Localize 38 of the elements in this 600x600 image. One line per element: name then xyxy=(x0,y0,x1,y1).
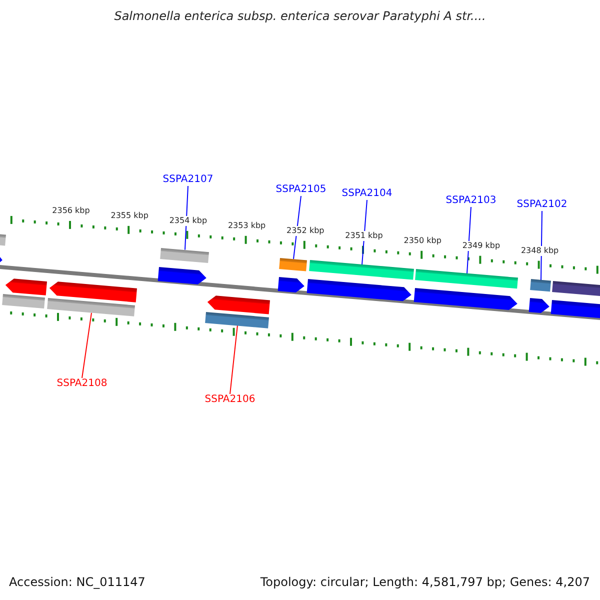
scale-label: 2350 kbp xyxy=(402,236,442,246)
gene-bar xyxy=(309,260,414,280)
gene-bar xyxy=(205,312,269,328)
gene-feature xyxy=(414,288,518,311)
gene-bar xyxy=(530,279,551,292)
gene-bar xyxy=(47,298,135,316)
leader-line xyxy=(184,186,188,250)
gene-bar xyxy=(2,294,45,309)
gene-feature xyxy=(306,279,412,302)
gene-feature xyxy=(528,298,550,314)
scale-label: 2348 kbp xyxy=(520,246,560,256)
gene-label: SSPA2103 xyxy=(446,195,496,207)
footer-text: Accession: NC_011147 xyxy=(9,575,146,589)
gene-label: SSPA2104 xyxy=(342,188,392,200)
footer-text: Topology: circular; Length: 4,581,797 bp; Genes: 4,207 xyxy=(260,575,590,589)
gene-label: SSPA2106 xyxy=(204,394,256,406)
gene-feature xyxy=(158,266,207,285)
scale-label: 2351 kbp xyxy=(344,230,384,241)
leader-line xyxy=(362,200,368,266)
gene-feature xyxy=(4,278,47,295)
scale-label: 2356 kbp xyxy=(51,206,91,216)
gene-label: SSPA2107 xyxy=(162,174,214,186)
title: Salmonella enterica subsp. enterica serovar Paratyphi A str.... xyxy=(113,9,487,23)
scale-label: 2354 kbp xyxy=(168,216,208,226)
scale-label: 2353 kbp xyxy=(226,220,267,231)
gene-label: SSPA2105 xyxy=(276,184,326,196)
leader-line xyxy=(82,312,92,378)
gene-bar xyxy=(279,258,307,272)
gene-bar xyxy=(415,269,518,289)
gene-label: SSPA2108 xyxy=(56,378,108,390)
gene-feature xyxy=(278,276,305,293)
scale-label: 2349 kbp xyxy=(461,240,502,251)
gene-label: SSPA2102 xyxy=(516,199,568,211)
gene-feature xyxy=(206,294,270,314)
scale-label: 2355 kbp xyxy=(110,210,150,221)
leader-line xyxy=(230,324,238,394)
gene-bar xyxy=(160,248,209,263)
scale-label: 2352 kbp xyxy=(286,226,326,236)
